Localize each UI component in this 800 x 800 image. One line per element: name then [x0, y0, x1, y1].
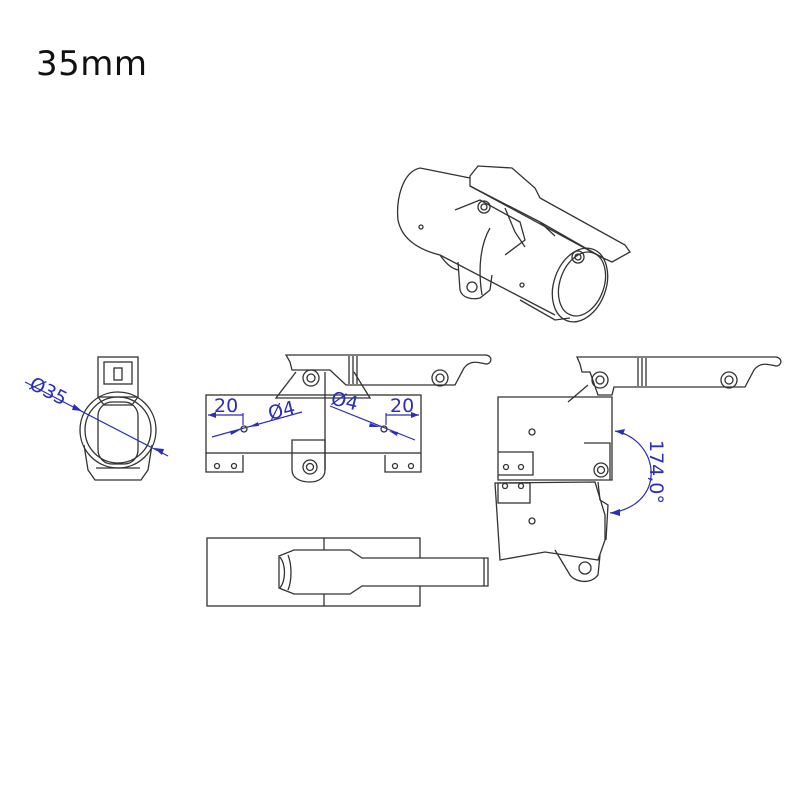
front-view: 20 Ø4 20 Ø4 — [205, 354, 492, 483]
size-title: 35mm — [36, 44, 148, 84]
side-folded-view: 174,0° — [494, 356, 782, 583]
left-hole-diameter-label: Ø4 — [266, 397, 298, 425]
diameter-35-label: Ø35 — [26, 373, 71, 410]
top-view — [206, 537, 489, 607]
end-view: Ø35 — [24, 356, 169, 481]
angle-174-label: 174,0° — [645, 440, 667, 504]
right-distance-20-label: 20 — [390, 395, 414, 417]
isometric-view — [396, 165, 631, 323]
right-hole-diameter-label: Ø4 — [329, 388, 361, 416]
left-distance-20-label: 20 — [214, 395, 238, 417]
